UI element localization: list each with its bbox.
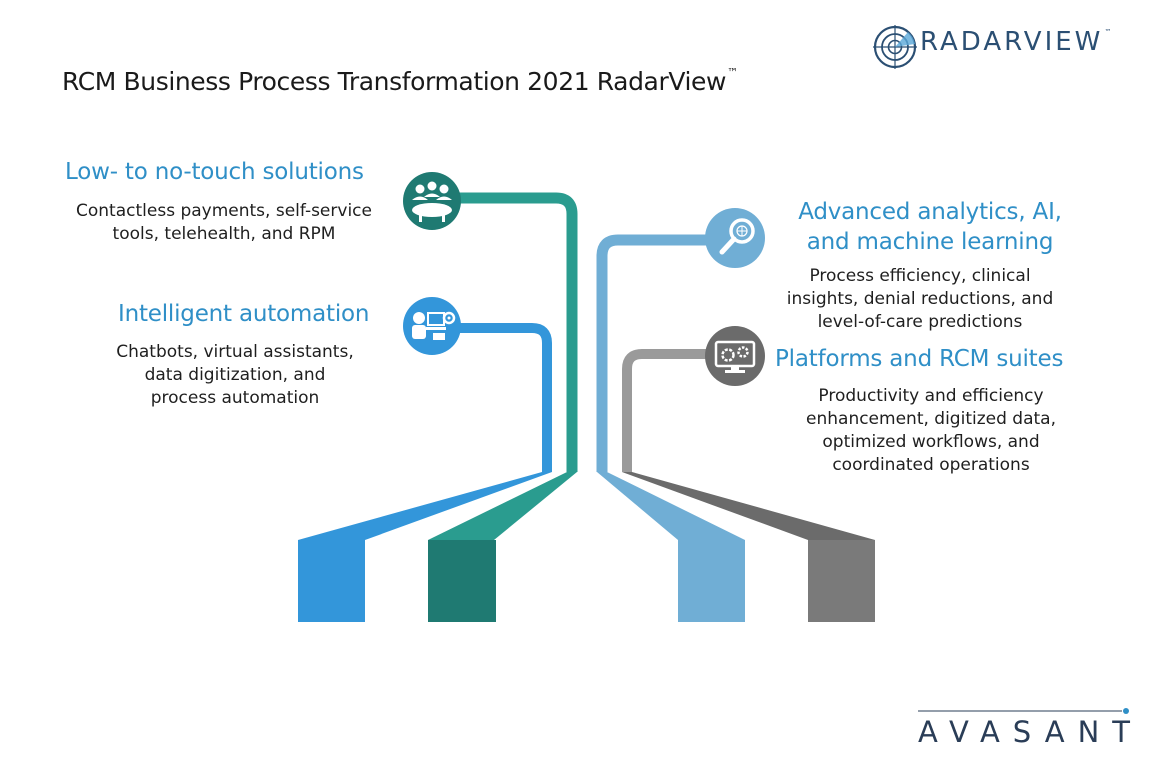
description-line: tools, telehealth, and RPM bbox=[112, 224, 336, 244]
radarview-trademark: ™ bbox=[1104, 28, 1112, 36]
radarview-wordmark: RADARVIEW™ bbox=[920, 27, 1111, 57]
connector-line-low-touch bbox=[452, 192, 578, 472]
description-line: Contactless payments, self-service bbox=[76, 201, 372, 221]
description-line: Chatbots, virtual assistants, bbox=[116, 342, 354, 362]
theme-description-automation: Chatbots, virtual assistants, data digit… bbox=[50, 341, 420, 410]
ribbon-platforms bbox=[622, 472, 875, 540]
title-trademark: ™ bbox=[727, 66, 738, 79]
description-line: process automation bbox=[150, 388, 320, 408]
avasant-wordmark: AVASANT bbox=[918, 715, 1143, 749]
theme-heading-platforms: Platforms and RCM suites bbox=[775, 346, 1064, 372]
description-line: Process efficiency, clinical bbox=[809, 266, 1031, 286]
magnifier-analytics-icon bbox=[705, 208, 765, 268]
ribbon-automation bbox=[298, 472, 552, 540]
monitor-gears-icon bbox=[705, 326, 765, 386]
avasant-logo-line bbox=[918, 708, 1129, 714]
people-meeting-icon bbox=[403, 172, 461, 230]
bar-platforms bbox=[808, 540, 875, 622]
ribbon-low-touch bbox=[428, 472, 577, 540]
description-line: insights, denial reductions, and bbox=[786, 289, 1054, 309]
description-line: enhancement, digitized data, bbox=[806, 409, 1056, 429]
robot-automation-icon bbox=[403, 297, 461, 355]
bar-automation bbox=[298, 540, 365, 622]
radarview-name: RADARVIEW bbox=[920, 27, 1104, 57]
theme-description-analytics: Process efficiency, clinical insights, d… bbox=[740, 265, 1100, 334]
connector-line-analytics bbox=[596, 234, 708, 472]
bar-analytics bbox=[678, 540, 745, 622]
theme-description-low-touch: Contactless payments, self-service tools… bbox=[40, 200, 408, 246]
description-line: optimized workflows, and bbox=[822, 432, 1040, 452]
page-title-text: RCM Business Process Transformation 2021… bbox=[62, 67, 727, 96]
description-line: Productivity and efficiency bbox=[818, 386, 1044, 406]
description-line: level-of-care predictions bbox=[817, 312, 1023, 332]
theme-heading-low-touch: Low- to no-touch solutions bbox=[65, 159, 364, 185]
connector-line-automation bbox=[452, 323, 552, 472]
connector-line-platforms bbox=[622, 349, 708, 472]
ribbon-analytics bbox=[597, 472, 745, 540]
radar-logo-icon bbox=[873, 25, 917, 69]
theme-heading-analytics: Advanced analytics, AI, and machine lear… bbox=[782, 197, 1078, 257]
theme-description-platforms: Productivity and efficiency enhancement,… bbox=[740, 385, 1122, 477]
description-line: data digitization, and bbox=[144, 365, 326, 385]
description-line: coordinated operations bbox=[832, 455, 1030, 475]
heading-line: and machine learning bbox=[806, 229, 1054, 255]
page-title: RCM Business Process Transformation 2021… bbox=[62, 66, 862, 96]
bar-low-touch bbox=[428, 540, 496, 622]
heading-line: Advanced analytics, AI, bbox=[798, 199, 1062, 225]
theme-heading-automation: Intelligent automation bbox=[118, 301, 370, 327]
